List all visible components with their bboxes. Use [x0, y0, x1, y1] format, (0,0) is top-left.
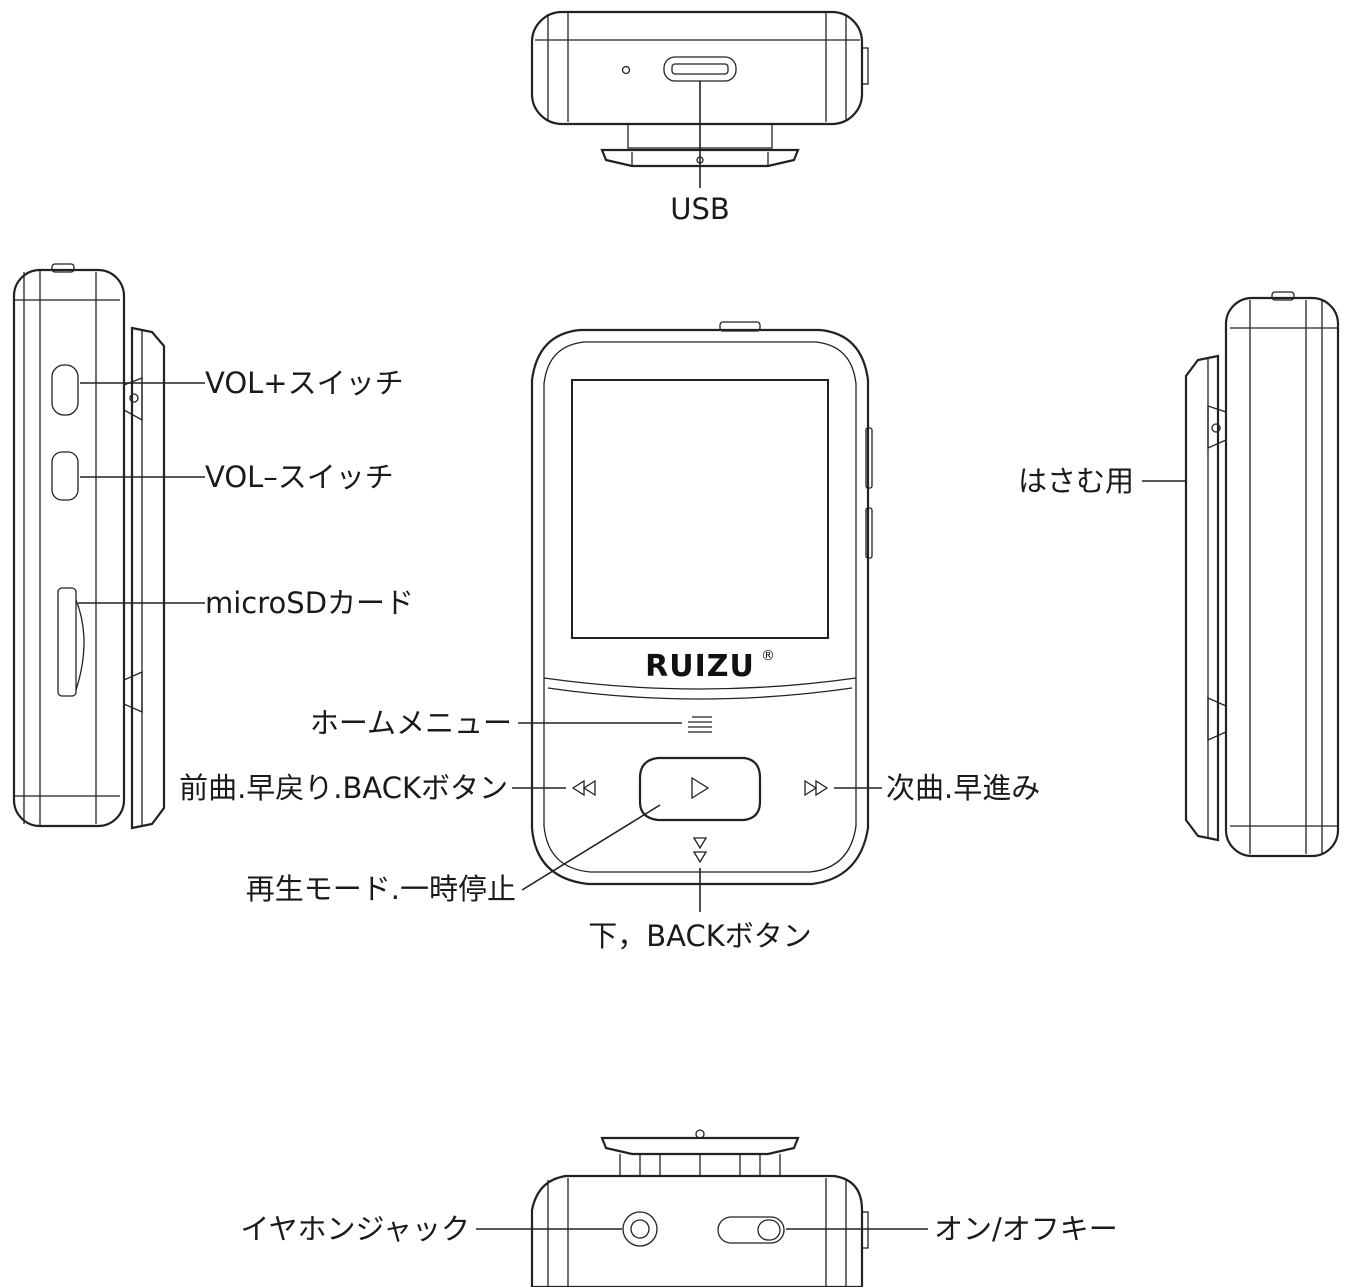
down-back-label: 下，BACKボタン [588, 919, 812, 953]
earphone-jack[interactable] [622, 1211, 658, 1247]
play-pause-label: 再生モード.一時停止 [246, 872, 516, 906]
brand-logo: RUIZU [645, 649, 755, 684]
clip[interactable] [1184, 354, 1220, 842]
vol-plus-switch[interactable] [51, 364, 79, 416]
clip-label: はさむ用 [1018, 464, 1134, 498]
power-switch[interactable] [717, 1216, 785, 1244]
home-menu-label: ホームメニュー [310, 706, 512, 740]
rewind-icon[interactable] [571, 779, 596, 797]
right-side-view [1184, 291, 1340, 858]
down-icon[interactable] [692, 837, 708, 864]
play-button[interactable] [638, 756, 762, 822]
lcd-screen [571, 379, 829, 639]
vol-minus-label: VOL–スイッチ [205, 460, 394, 494]
play-icon [691, 776, 710, 800]
prev-back-label: 前曲.早戻り.BACKボタン [179, 771, 508, 805]
brand-registered-mark: ® [761, 648, 775, 664]
usb-label: USB [670, 192, 730, 226]
next-ff-label: 次曲.早進み [886, 771, 1040, 805]
power-key-label: オン/オフキー [934, 1212, 1118, 1246]
earphone-jack-label: イヤホンジャック [240, 1212, 470, 1246]
vol-plus-label: VOL+スイッチ [205, 366, 404, 400]
vol-minus-switch[interactable] [51, 451, 79, 501]
menu-icon[interactable] [688, 716, 712, 733]
microsd-slot[interactable] [57, 587, 77, 697]
front-view: RUIZU ® [530, 321, 873, 886]
left-side-view [12, 263, 166, 830]
microsd-label: microSDカード [205, 586, 414, 620]
fast-forward-icon[interactable] [804, 779, 829, 797]
bottom-view [530, 1129, 869, 1287]
